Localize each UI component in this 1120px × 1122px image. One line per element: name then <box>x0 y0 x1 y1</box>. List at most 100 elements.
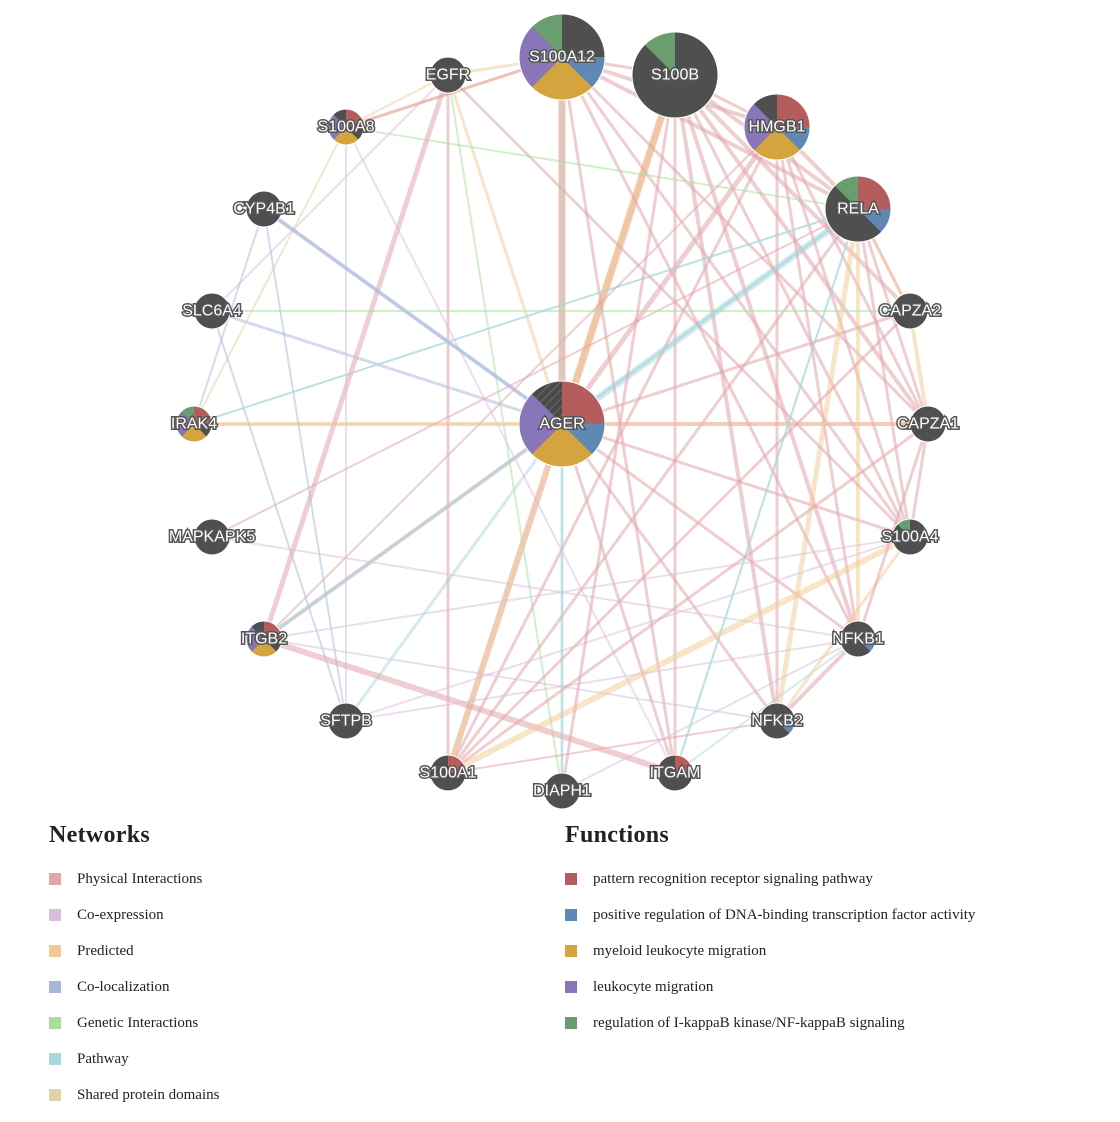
edge-s100a1-capza1[interactable] <box>446 422 930 775</box>
edge-itgam-rela[interactable] <box>674 208 859 774</box>
node-outline <box>656 754 694 792</box>
edge-s100a12-capza1[interactable] <box>560 55 930 426</box>
edge-egfr-slc6a4[interactable] <box>211 74 449 312</box>
node-function-wedge <box>181 424 207 442</box>
edge-rela-nfkb2[interactable] <box>774 206 861 724</box>
legend-item-leukocyte-migration[interactable]: leukocyte migration <box>565 969 975 1005</box>
edge-rela-s100a1[interactable] <box>446 207 860 775</box>
edge-s100a1-s100a4[interactable] <box>445 534 913 776</box>
node-irak4[interactable]: IRAK4 <box>169 405 219 443</box>
node-itgb2[interactable]: ITGB2 <box>239 620 289 658</box>
edge-ager-egfr[interactable] <box>446 73 564 426</box>
node-mapkapk5[interactable]: MAPKAPK5 <box>167 518 257 556</box>
edge-mapkapk5-nfkb1[interactable] <box>211 536 859 640</box>
functions-legend-list: pattern recognition receptor signaling p… <box>565 861 975 1041</box>
node-label: S100B <box>651 67 699 84</box>
node-hmgb1[interactable]: HMGB1 <box>743 93 811 161</box>
node-s100a8[interactable]: S100A8 <box>316 108 376 146</box>
node-s100b[interactable]: S100B <box>631 31 719 119</box>
edge-hmgb1-s100a4[interactable] <box>775 125 912 539</box>
edge-sftpb-s100a4[interactable] <box>345 536 911 722</box>
legend-item-predicted[interactable]: Predicted <box>49 933 219 969</box>
edge-diaph1-nfkb1[interactable] <box>561 638 859 792</box>
edge-s100b-nfkb1[interactable] <box>673 73 860 641</box>
legend-item-shared-protein-domains[interactable]: Shared protein domains <box>49 1077 219 1113</box>
edge-itgb2-itgam[interactable] <box>261 636 678 776</box>
node-outline <box>518 13 606 101</box>
ikappab-regulation-swatch <box>565 1017 577 1029</box>
edge-capza1-capza2[interactable] <box>908 309 930 426</box>
edge-cyp4b1-ager[interactable] <box>262 207 564 426</box>
node-sftpb[interactable]: SFTPB <box>319 702 373 740</box>
node-s100a12[interactable]: S100A12 <box>518 13 606 101</box>
edge-s100b-s100a4[interactable] <box>673 73 912 539</box>
edge-s100a12-rela[interactable] <box>560 55 860 211</box>
legend-item-co-expression[interactable]: Co-expression <box>49 897 219 933</box>
edge-slc6a4-sftpb[interactable] <box>211 310 347 722</box>
edge-s100a8-egfr[interactable] <box>345 74 449 128</box>
node-s100a1[interactable]: S100A1 <box>418 754 478 792</box>
edge-ager-nfkb1[interactable] <box>560 422 860 641</box>
edge-rela-mapkapk5[interactable] <box>211 208 859 538</box>
edge-s100a1-nfkb2[interactable] <box>447 720 778 774</box>
node-ager[interactable]: AGER <box>518 380 606 468</box>
edge-egfr-itgb2[interactable] <box>261 72 451 642</box>
edge-s100a8-itgam[interactable] <box>345 126 676 774</box>
edge-s100a12-itgam[interactable] <box>560 55 677 775</box>
node-nfkb2[interactable]: NFKB2 <box>750 702 804 740</box>
edge-nfkb2-nfkb1[interactable] <box>775 637 860 723</box>
node-slc6a4[interactable]: SLC6A4 <box>181 292 243 330</box>
edge-sftpb-nfkb1[interactable] <box>345 638 859 722</box>
edge-rela-s100a4[interactable] <box>856 207 912 539</box>
node-itgam[interactable]: ITGAM <box>648 754 702 792</box>
legend-item-genetic-interactions[interactable]: Genetic Interactions <box>49 1005 219 1041</box>
edge-ager-capza2[interactable] <box>560 309 912 426</box>
node-capza2[interactable]: CAPZA2 <box>877 292 943 330</box>
legend-item-pathway[interactable]: Pathway <box>49 1041 219 1077</box>
node-nfkb1[interactable]: NFKB1 <box>831 620 885 658</box>
edge-s100a8-rela[interactable] <box>345 126 859 210</box>
edge-irak4-rela[interactable] <box>193 208 859 425</box>
edge-ager-itgam[interactable] <box>560 422 677 775</box>
edge-ager-slc6a4[interactable] <box>210 309 564 426</box>
edge-diaph1-s100b[interactable] <box>560 73 677 793</box>
edge-itgb2-hmgb1[interactable] <box>263 126 778 640</box>
edge-itgb2-nfkb2[interactable] <box>263 638 778 722</box>
node-label: HMGB1 <box>749 119 806 136</box>
edge-s100b-capza2[interactable] <box>673 73 912 313</box>
edge-hmgb1-s100a1[interactable] <box>446 125 779 775</box>
edge-egfr-diaph1[interactable] <box>447 74 563 792</box>
edge-hmgb1-nfkb1[interactable] <box>775 125 860 641</box>
edge-hmgb1-capza1[interactable] <box>775 125 930 426</box>
node-diaph1[interactable]: DIAPH1 <box>532 772 593 810</box>
edge-egfr-s100a4[interactable] <box>446 73 912 539</box>
legend-item-pattern-recognition[interactable]: pattern recognition receptor signaling p… <box>565 861 975 897</box>
edge-s100a8-irak4[interactable] <box>193 126 347 425</box>
node-egfr[interactable]: EGFR <box>424 56 472 94</box>
edge-cyp4b1-sftpb[interactable] <box>263 208 347 722</box>
node-rela[interactable]: RELA <box>824 175 892 243</box>
edge-ager-sftpb[interactable] <box>344 422 564 723</box>
node-label: S100A4 <box>882 529 939 546</box>
node-outline <box>193 518 231 556</box>
edge-ager-hmgb1[interactable] <box>559 124 780 427</box>
node-capza1[interactable]: CAPZA1 <box>895 405 961 443</box>
edge-s100a12-nfkb1[interactable] <box>560 55 860 641</box>
edge-ager-s100a4[interactable] <box>560 422 912 539</box>
legend-item-co-localization[interactable]: Co-localization <box>49 969 219 1005</box>
node-s100a4[interactable]: S100A4 <box>880 518 940 556</box>
node-label: CAPZA2 <box>879 303 941 320</box>
node-cyp4b1[interactable]: CYP4B1 <box>232 190 296 228</box>
node-outline <box>824 175 892 243</box>
node-label: EGFR <box>426 67 470 84</box>
edge-itgb2-s100a4[interactable] <box>263 536 911 640</box>
legend-item-dna-binding-regulation[interactable]: positive regulation of DNA-binding trans… <box>565 897 975 933</box>
node-outline <box>891 292 929 330</box>
legend-item-ikappab-regulation[interactable]: regulation of I-kappaB kinase/NF-kappaB … <box>565 1005 975 1041</box>
edge-ager-nfkb2[interactable] <box>560 422 779 723</box>
edge-s100a4-capza1[interactable] <box>908 422 930 539</box>
edge-s100a1-capza2[interactable] <box>446 309 912 775</box>
legend-item-physical-interactions[interactable]: Physical Interactions <box>49 861 219 897</box>
legend-item-myeloid-leukocyte-migration[interactable]: myeloid leukocyte migration <box>565 933 975 969</box>
